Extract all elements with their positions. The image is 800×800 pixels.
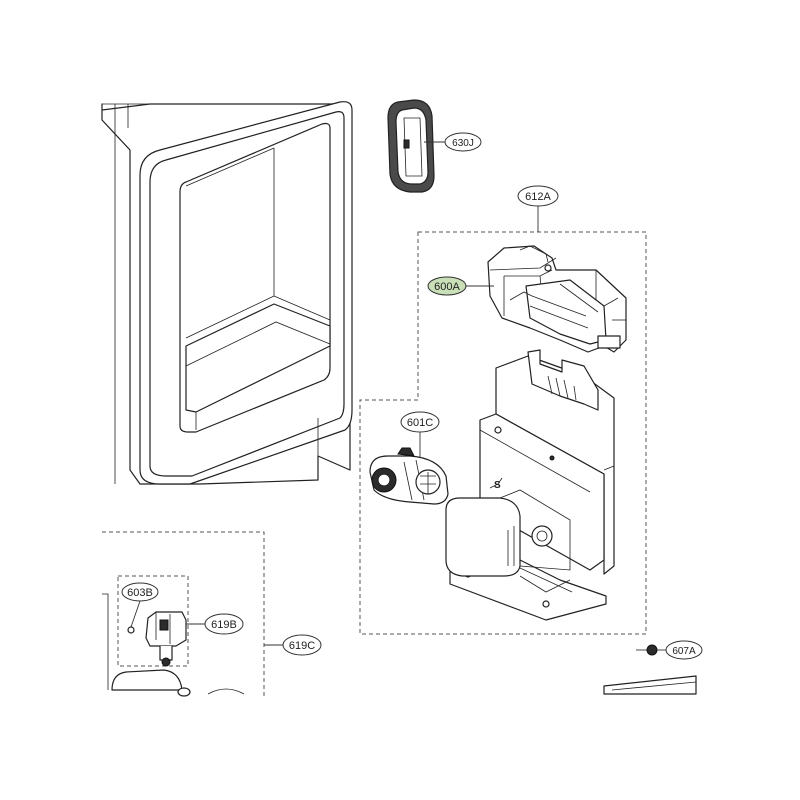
door-panel [101, 101, 353, 485]
cropped-parts-bottom-left [102, 593, 245, 697]
callout-601c-label: 601C [407, 417, 433, 429]
callout-603b-label: 603B [127, 587, 153, 599]
callout-607a: 607A [665, 640, 703, 660]
part-630j-gasket [387, 99, 435, 193]
callout-619b: 619B [204, 613, 244, 635]
assembly-619c-boundary [102, 531, 265, 696]
callout-612a-label: 612A [525, 191, 551, 203]
callout-619b-label: 619B [211, 619, 237, 631]
part-600a-icemaker [487, 245, 627, 353]
part-601c-auger-motor [369, 447, 449, 505]
callout-603b: 603B [121, 582, 159, 602]
callout-601c: 601C [400, 411, 440, 433]
subassembly-box [117, 575, 189, 667]
callout-600a-label: 600A [434, 281, 460, 293]
callout-630j-label: 630J [452, 138, 474, 149]
callout-600a: 600A [427, 276, 467, 296]
housing-bracket: S [445, 349, 615, 621]
assembly-612a-boundary [359, 231, 647, 635]
part-619b-valve [145, 611, 187, 667]
part-603b-clip [127, 626, 135, 634]
part-607a-screw [636, 644, 658, 656]
svg-text:S: S [494, 480, 501, 491]
callout-612a: 612A [517, 185, 559, 207]
cropped-part-bottom-right [603, 675, 697, 695]
callout-619c-label: 619C [289, 640, 315, 652]
callout-630j: 630J [444, 132, 482, 152]
callout-619c: 619C [282, 634, 322, 656]
callout-607a-label: 607A [672, 646, 696, 657]
